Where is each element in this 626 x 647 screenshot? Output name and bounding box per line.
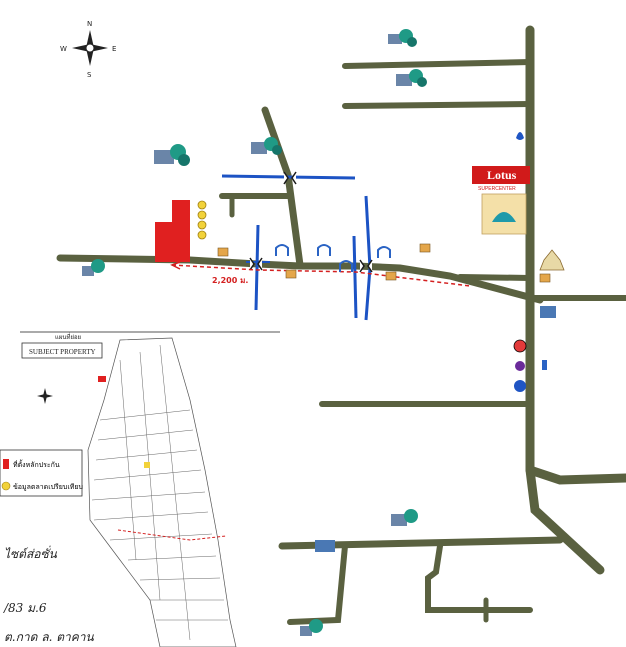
canal-top	[221, 174, 356, 180]
route-dashed-line	[171, 264, 471, 287]
building-cluster-icon	[82, 259, 105, 276]
inset-subject-marker	[98, 376, 106, 382]
esso-icon	[514, 380, 526, 392]
gas-station-icons	[513, 132, 547, 392]
subject-property-marker-top	[172, 200, 190, 224]
road-bottom-mid	[425, 543, 533, 613]
compass-north: N	[87, 20, 92, 28]
comparable-markers	[197, 200, 207, 240]
subject-property-title-box	[21, 342, 103, 359]
lotus-brand-name: Lotus	[487, 168, 517, 182]
inset-comparable-marker	[144, 462, 150, 468]
lotus-logo: Lotus SUPERCENTER	[472, 166, 530, 235]
building-cluster-icon	[388, 29, 417, 47]
shell-icon	[516, 132, 524, 140]
building-cluster-icon	[396, 69, 427, 87]
main-road	[56, 254, 544, 304]
road-diagonal-north	[261, 106, 304, 269]
inset-route-dashed	[117, 529, 227, 541]
canal-mid	[352, 235, 358, 319]
building-icons	[82, 29, 556, 636]
canal-left	[254, 224, 260, 311]
compass-south: S	[87, 71, 92, 79]
legend-box	[0, 449, 83, 497]
legend-subject-label: ที่ตั้งหลักประกัน	[13, 458, 60, 469]
temple-icon	[539, 249, 565, 271]
canal-network	[221, 174, 372, 321]
subject-property-marker	[155, 222, 190, 262]
building-icon	[315, 540, 335, 552]
inset-map: SUBJECT PROPERTY	[21, 337, 237, 647]
building-cluster-icon	[391, 509, 418, 526]
bus-stop-icon	[542, 360, 547, 370]
parcel-grid	[87, 337, 237, 647]
compass-rose: N S E W	[60, 20, 116, 79]
legend-comparable-label: ข้อมูลตลาดเปรียบเทียบ	[13, 483, 83, 491]
road-lotus	[457, 274, 533, 281]
road-top-2	[342, 101, 533, 109]
highway-right	[525, 25, 605, 575]
building-icon	[540, 306, 556, 318]
legend-subject-swatch	[3, 459, 9, 469]
bank-icon	[515, 361, 525, 371]
lotus-brand-sub: SUPERCENTER	[478, 186, 516, 192]
bridge-icon	[359, 259, 373, 273]
legend-comparable-swatch	[1, 481, 11, 491]
inset-header: แผนที่ย่อย	[55, 333, 81, 341]
building-cluster-icon	[154, 144, 190, 166]
house-icons	[217, 243, 551, 283]
bridge-icon	[283, 171, 297, 185]
road-bottom-left	[287, 543, 348, 625]
bridge-icon	[249, 257, 263, 271]
distance-label: 2,200 ม.	[212, 276, 248, 285]
route-arrow-left	[170, 261, 181, 270]
highway-branch	[525, 465, 626, 485]
building-cluster-icon	[251, 137, 282, 155]
road-top-1	[342, 59, 533, 69]
subject-property-title: SUBJECT PROPERTY	[29, 348, 96, 356]
handwritten-note-1: ไซต์ส่อซั่น	[4, 545, 58, 561]
compass-east: E	[112, 45, 116, 53]
building-cluster-icon	[300, 619, 323, 636]
ptt-icon	[513, 339, 527, 353]
handwritten-note-3: ต.กาด ล. ตาคาน	[4, 630, 94, 644]
legend: ที่ตั้งหลักประกัน ข้อมูลตลาดเปรียบเทียบ	[0, 449, 83, 497]
inset-compass	[37, 388, 53, 404]
compass-west: W	[60, 45, 67, 53]
handwritten-note-2: /83 ม.6	[3, 601, 47, 615]
bridge-icons	[249, 171, 373, 273]
gate-icons	[275, 244, 391, 272]
canal-right	[364, 195, 372, 321]
